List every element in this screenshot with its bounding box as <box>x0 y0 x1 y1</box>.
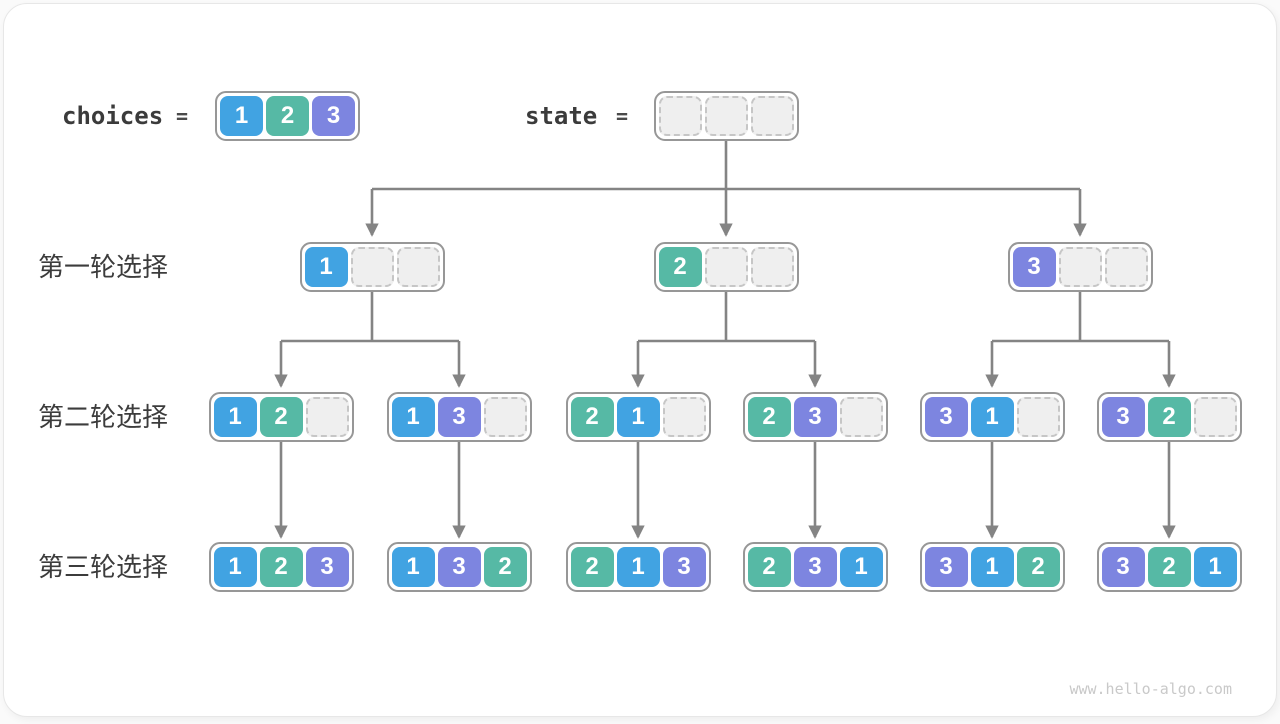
array-cell-empty <box>396 247 440 287</box>
array-cell-filled: 3 <box>1012 247 1056 287</box>
array-cell-filled: 1 <box>220 96 263 136</box>
array-cell-filled: 3 <box>437 547 481 587</box>
array-cell-filled: 2 <box>747 547 791 587</box>
array-cell-filled: 2 <box>1016 547 1060 587</box>
array-cell-filled: 1 <box>213 547 257 587</box>
array-cell-filled: 2 <box>1147 547 1191 587</box>
array-cell-filled: 3 <box>793 397 837 437</box>
array-cell-filled: 1 <box>970 547 1014 587</box>
array-cell-filled: 1 <box>616 397 660 437</box>
array-cell-filled: 2 <box>483 547 527 587</box>
state-array-box <box>654 91 799 141</box>
state-equals-sign: = <box>616 104 629 128</box>
state-node-2: 2 <box>653 242 799 292</box>
array-cell-filled: 1 <box>391 397 435 437</box>
array-cell-filled: 2 <box>658 247 702 287</box>
array-cell-filled: 1 <box>839 547 883 587</box>
array-cell-filled: 2 <box>1147 397 1191 437</box>
row-label-round-3: 第三轮选择 <box>38 552 169 582</box>
array-cell-filled: 2 <box>570 547 614 587</box>
tree-connector-lines <box>274 141 1176 539</box>
state-node-3: 3 <box>1007 242 1153 292</box>
array-cell-filled: 1 <box>1193 547 1237 587</box>
array-cell-empty <box>1104 247 1148 287</box>
array-cell-empty <box>483 397 527 437</box>
array-cell-filled: 1 <box>616 547 660 587</box>
array-cell-filled: 3 <box>924 397 968 437</box>
state-label: state <box>525 102 598 130</box>
array-cell-filled: 1 <box>213 397 257 437</box>
array-cell-empty <box>750 247 794 287</box>
array-cell-empty <box>751 96 794 136</box>
watermark-url: www.hello-algo.com <box>1069 680 1232 698</box>
array-cell-empty <box>705 96 748 136</box>
array-cell-filled: 3 <box>312 96 355 136</box>
array-cell-empty <box>350 247 394 287</box>
array-cell-empty <box>305 397 349 437</box>
row-label-round-2: 第二轮选择 <box>38 402 169 432</box>
array-cell-filled: 2 <box>259 547 303 587</box>
array-cell-filled: 2 <box>747 397 791 437</box>
array-cell-filled: 3 <box>305 547 349 587</box>
array-cell-empty <box>662 397 706 437</box>
state-node-1: 1 <box>299 242 445 292</box>
array-cell-filled: 3 <box>793 547 837 587</box>
array-cell-filled: 2 <box>259 397 303 437</box>
array-cell-empty <box>659 96 702 136</box>
choices-equals-sign: = <box>176 104 189 128</box>
choices-label: choices <box>62 102 164 130</box>
array-cell-filled: 3 <box>924 547 968 587</box>
array-cell-empty <box>1016 397 1060 437</box>
array-cell-filled: 3 <box>437 397 481 437</box>
array-cell-filled: 3 <box>662 547 706 587</box>
array-cell-filled: 2 <box>266 96 309 136</box>
array-cell-filled: 1 <box>304 247 348 287</box>
array-cell-empty <box>1058 247 1102 287</box>
array-cell-empty <box>839 397 883 437</box>
array-cell-empty <box>1193 397 1237 437</box>
array-cell-filled: 3 <box>1101 547 1145 587</box>
array-cell-empty <box>704 247 748 287</box>
array-cell-filled: 1 <box>970 397 1014 437</box>
array-cell-filled: 2 <box>570 397 614 437</box>
array-cell-filled: 1 <box>391 547 435 587</box>
row-label-round-1: 第一轮选择 <box>38 252 169 282</box>
array-cell-filled: 3 <box>1101 397 1145 437</box>
